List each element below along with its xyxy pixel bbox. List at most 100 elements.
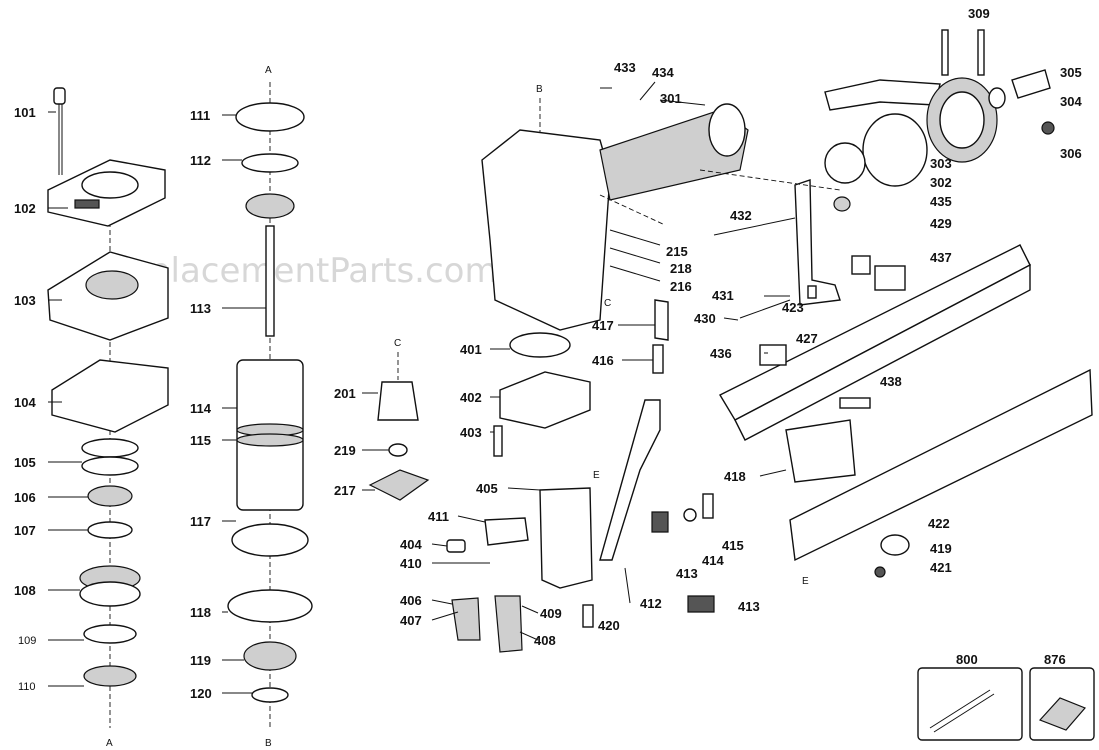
- label-438: [839, 397, 871, 409]
- screw-420: [582, 604, 594, 628]
- callout-219: 219: [334, 443, 356, 458]
- column-cylinder-assembly: [227, 82, 313, 728]
- ref-E-405: E: [593, 470, 600, 481]
- callout-labels: 101 102 103 104 105 106 107 108 109 110 …: [14, 6, 1082, 701]
- label-436: [759, 344, 787, 366]
- callout-420: 420: [598, 618, 620, 633]
- piston-head: [245, 193, 295, 219]
- callout-407: 407: [400, 613, 422, 628]
- callout-413: 413: [676, 566, 698, 581]
- seal-119: [243, 641, 297, 671]
- callout-217: 217: [334, 483, 356, 498]
- callout-421: 421: [930, 560, 952, 575]
- callout-105: 105: [14, 455, 36, 470]
- callout-408: 408: [534, 633, 556, 648]
- callout-416: 416: [592, 353, 614, 368]
- callout-423: 423: [782, 300, 804, 315]
- driver-113: [265, 225, 275, 337]
- callout-412: 412: [640, 596, 662, 611]
- oring-112: [241, 153, 299, 173]
- callout-120: 120: [190, 686, 212, 701]
- callout-411: 411: [428, 509, 449, 524]
- pin-404: [446, 539, 466, 553]
- clip-413b: [687, 595, 715, 613]
- ref-B-housing: B: [536, 84, 543, 95]
- magazine-group: [719, 244, 1093, 578]
- box-800: [917, 667, 1023, 741]
- callout-201: 201: [334, 386, 356, 401]
- callout-112: 112: [190, 153, 211, 168]
- clamp-top: [824, 79, 941, 111]
- rail-422: [789, 368, 1093, 562]
- nut-435: [833, 196, 851, 212]
- reference-letters: A A B B C C E E: [106, 65, 809, 749]
- washer-304: [988, 87, 1006, 109]
- ref-E-rail: E: [802, 576, 809, 587]
- pusher-418: [785, 419, 856, 483]
- callout-402: 402: [460, 390, 482, 405]
- leader-lines: [48, 81, 796, 694]
- ref-C-housing: C: [604, 298, 611, 309]
- exhaust-group: [699, 29, 1055, 306]
- spring-219: [388, 443, 408, 457]
- label-437: [874, 265, 906, 291]
- callout-110: 110: [18, 681, 36, 693]
- callout-309: 309: [968, 6, 990, 21]
- callout-107: 107: [14, 523, 36, 538]
- callout-301: 301: [660, 91, 682, 106]
- fitting-305: [1011, 69, 1051, 99]
- callout-106: 106: [14, 490, 36, 505]
- clip-413: [651, 511, 669, 533]
- trigger-arm: [599, 399, 661, 561]
- callout-218: 218: [670, 261, 692, 276]
- ref-C-201: C: [394, 338, 401, 349]
- plate-402: [499, 371, 591, 429]
- callout-434: 434: [652, 65, 674, 80]
- magazine-lower: [734, 263, 1031, 441]
- nose-405: [539, 487, 593, 589]
- callout-113: 113: [190, 301, 211, 316]
- ref-B-bottom: B: [265, 738, 272, 749]
- callout-401: 401: [460, 342, 482, 357]
- spring-416: [652, 344, 664, 374]
- callout-101: 101: [14, 105, 36, 120]
- oring-118: [227, 589, 313, 623]
- callout-215: 215: [666, 244, 688, 259]
- washer-120: [251, 687, 289, 703]
- callout-403: 403: [460, 425, 482, 440]
- valve-106: [87, 485, 133, 507]
- callout-431: 431: [712, 288, 734, 303]
- bracket-432: [794, 179, 841, 306]
- column-cap-assembly: [47, 87, 169, 728]
- callout-114: 114: [190, 401, 212, 416]
- callout-115: 115: [190, 433, 211, 448]
- screw-403: [493, 425, 503, 457]
- callout-419: 419: [930, 541, 952, 556]
- callout-406: 406: [400, 593, 422, 608]
- callout-415: 415: [722, 538, 744, 553]
- callout-414: 414: [702, 553, 724, 568]
- oring-401: [509, 332, 571, 358]
- callout-302: 302: [930, 175, 952, 190]
- gasket-104: [51, 359, 169, 433]
- callout-104: 104: [14, 395, 36, 410]
- ring-111: [235, 102, 305, 132]
- trigger-217: [368, 469, 430, 501]
- callout-413b: 413: [738, 599, 760, 614]
- callout-405: 405: [476, 481, 498, 496]
- housing-body: [481, 129, 611, 331]
- bumper-117: [231, 523, 309, 557]
- latch-406: [451, 597, 481, 641]
- ref-A-top: A: [265, 65, 272, 76]
- callout-435: 435: [930, 194, 952, 209]
- callout-433: 433: [614, 60, 636, 75]
- nose-group: [446, 299, 715, 653]
- callout-108: 108: [14, 583, 36, 598]
- callout-432: 432: [730, 208, 752, 223]
- housing-group: [481, 98, 749, 457]
- callout-427: 427: [796, 331, 818, 346]
- screw-415: [702, 493, 714, 519]
- bracket-411: [484, 517, 529, 546]
- callout-800: 800: [956, 652, 978, 667]
- trigger-valve-group: [368, 352, 430, 501]
